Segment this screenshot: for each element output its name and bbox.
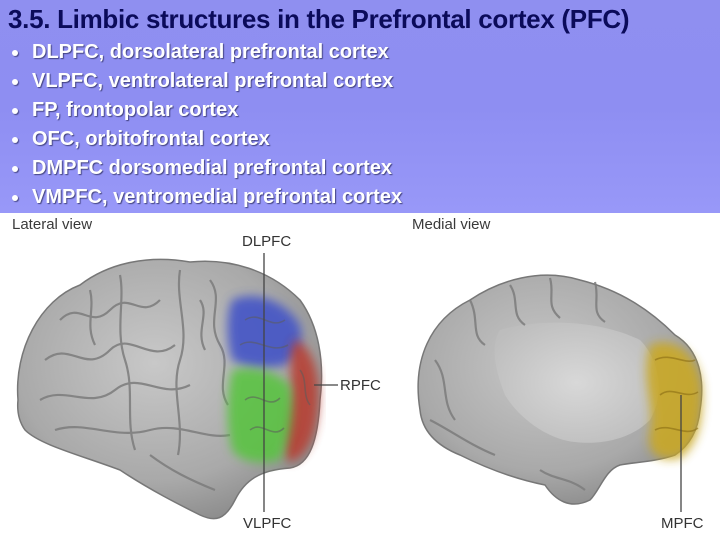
- medial-view-label: Medial view: [412, 216, 491, 233]
- bullet-icon: [12, 107, 18, 114]
- bullet-text: VLPFC, ventrolateral prefrontal cortex: [32, 70, 394, 92]
- bullet-icon: [12, 136, 18, 143]
- brain-figure: Lateral view Medial view DLPFC RPFC VLPF…: [0, 213, 720, 540]
- bullet-item: FP, frontopolar cortex: [8, 96, 402, 125]
- bullet-icon: [12, 78, 18, 85]
- vlpfc-region: [227, 368, 292, 463]
- bullet-text: OFC, orbitofrontal cortex: [32, 128, 270, 150]
- bullet-item: VLPFC, ventrolateral prefrontal cortex: [8, 67, 402, 96]
- brain-illustration: [16, 253, 703, 520]
- dlpfc-label: DLPFC: [242, 233, 292, 250]
- bullet-text: DMPFC dorsomedial prefrontal cortex: [32, 157, 393, 179]
- bullet-icon: [12, 165, 18, 172]
- bullet-icon: [12, 194, 18, 201]
- lateral-view-label: Lateral view: [12, 216, 93, 233]
- mpfc-region: [646, 342, 703, 460]
- bullet-icon: [12, 49, 18, 56]
- bullet-list: DLPFC, dorsolateral prefrontal cortex VL…: [8, 38, 402, 212]
- bullet-item: OFC, orbitofrontal cortex: [8, 125, 402, 154]
- slide-title: 3.5. Limbic structures in the Prefrontal…: [8, 4, 630, 34]
- medial-brain: [417, 274, 703, 512]
- bullet-item: DMPFC dorsomedial prefrontal cortex: [8, 154, 402, 183]
- vlpfc-label: VLPFC: [243, 515, 292, 532]
- bullet-text: VMPFC, ventromedial prefrontal cortex: [32, 186, 403, 208]
- bullet-item: VMPFC, ventromedial prefrontal cortex: [8, 183, 402, 212]
- header-band: 3.5. Limbic structures in the Prefrontal…: [0, 0, 720, 213]
- bullet-text: FP, frontopolar cortex: [32, 99, 239, 121]
- mpfc-label: MPFC: [661, 515, 704, 532]
- rpfc-label: RPFC: [340, 377, 381, 394]
- bullet-item: DLPFC, dorsolateral prefrontal cortex: [8, 38, 402, 67]
- rpfc-region: [284, 340, 319, 462]
- bullet-text: DLPFC, dorsolateral prefrontal cortex: [32, 41, 389, 63]
- lateral-brain: [16, 253, 338, 520]
